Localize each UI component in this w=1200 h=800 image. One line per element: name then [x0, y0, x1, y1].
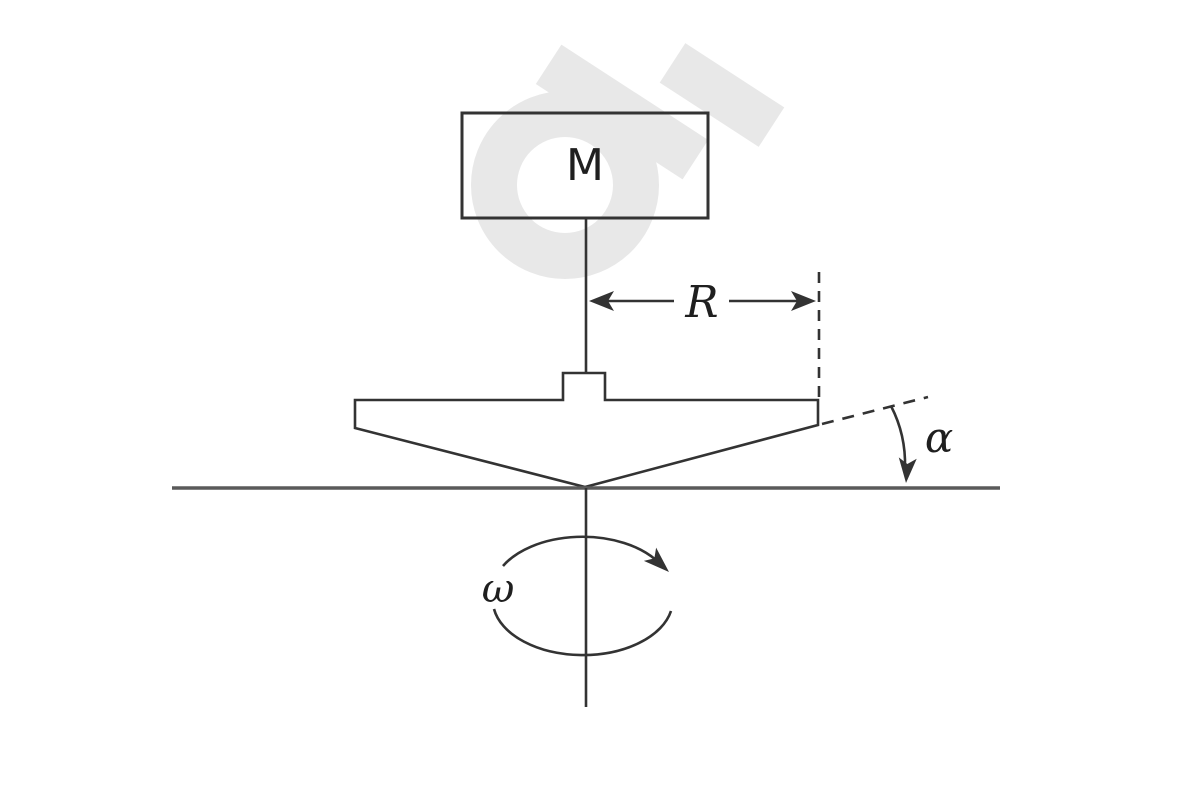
radius-arrowhead-right-icon [791, 291, 816, 311]
radius-label: R [684, 277, 718, 328]
watermark-diagonal-bar-small [659, 43, 785, 147]
watermark [471, 43, 785, 279]
mass-label: M [566, 140, 604, 191]
rotation-indicator: ω [482, 535, 673, 657]
angle-annotation: α [821, 395, 953, 483]
mass-block [460, 111, 710, 220]
angle-arc-line [889, 405, 907, 469]
rotation-arc-top [502, 535, 657, 567]
rotation-arrowhead-icon [643, 547, 669, 572]
angular-velocity-label: ω [482, 566, 515, 612]
watermark-letter-o-ring [471, 91, 659, 279]
radius-arrowhead-left-icon [589, 291, 614, 311]
rotation-arc-bottom [492, 608, 673, 657]
radius-dimension: R [589, 272, 821, 399]
angle-arrowhead-icon [898, 457, 917, 483]
angle-label: α [925, 413, 953, 462]
cone-disc-outline [353, 371, 820, 489]
cone-edge-extension-dashed-line [821, 395, 929, 426]
